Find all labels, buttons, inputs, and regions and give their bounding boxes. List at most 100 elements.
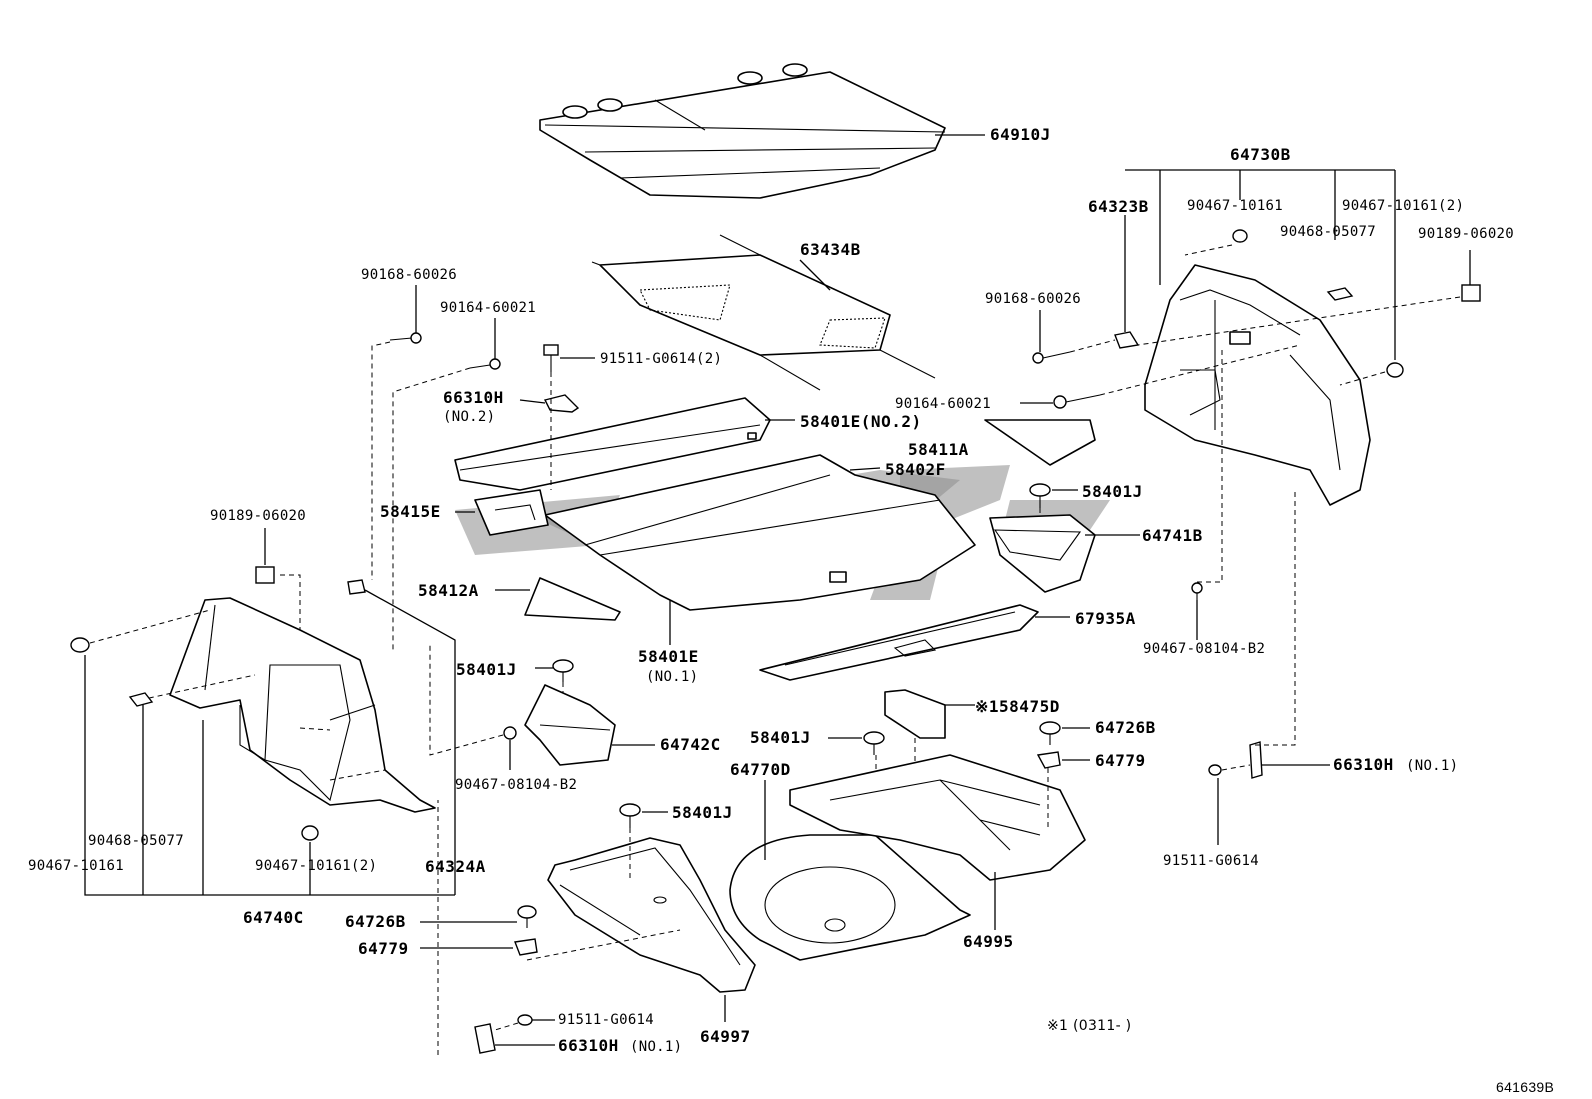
- part-90468-05077-clip-b[interactable]: [128, 692, 154, 707]
- label-64770d[interactable]: 64770D: [730, 760, 791, 779]
- label-90467-10161-a[interactable]: 90467-10161: [1187, 198, 1283, 214]
- label-64997[interactable]: 64997: [700, 1027, 751, 1046]
- part-67935a-sill-plate[interactable]: [759, 604, 1039, 681]
- label-90468-05077-a[interactable]: 90468-05077: [1280, 224, 1376, 240]
- label-90468-05077-b[interactable]: 90468-05077: [88, 833, 184, 849]
- part-58415e-bracket[interactable]: [474, 489, 549, 536]
- label-90189-06020-b[interactable]: 90189-06020: [210, 508, 306, 524]
- part-90168-60026-screw-a[interactable]: [389, 332, 422, 344]
- label-158475d[interactable]: ※158475D: [975, 697, 1060, 716]
- label-66310h-no2[interactable]: 66310H: [443, 388, 504, 407]
- label-64323b[interactable]: 64323B: [1088, 197, 1149, 216]
- leader-58402f: [849, 467, 881, 471]
- part-58401e-no2-board[interactable]: [454, 397, 771, 491]
- label-58401j-b[interactable]: 58401J: [456, 660, 517, 679]
- label-64742c[interactable]: 64742C: [660, 735, 721, 754]
- part-91511-g0614-bolt-a[interactable]: [543, 344, 559, 372]
- label-90467-08104-b2-b[interactable]: 90467-08104-B2: [455, 777, 577, 793]
- part-58401j-clip-d[interactable]: [619, 803, 641, 828]
- part-64742c-box[interactable]: [524, 684, 616, 766]
- leader-63434b: [799, 259, 831, 291]
- leader-64730b: [1125, 169, 1396, 360]
- part-64323b-clip[interactable]: [1114, 331, 1140, 349]
- label-90467-10161-b[interactable]: 90467-10161: [28, 858, 124, 874]
- part-58411a-panel[interactable]: [984, 419, 1096, 466]
- label-64779-b[interactable]: 64779: [358, 939, 409, 958]
- label-90164-60021-b[interactable]: 90164-60021: [895, 396, 991, 412]
- part-58412a-panel[interactable]: [524, 577, 621, 621]
- label-64726b-b[interactable]: 64726B: [345, 912, 406, 931]
- part-64997-left-tray[interactable]: [547, 837, 756, 993]
- part-64741b-box[interactable]: [989, 514, 1096, 593]
- part-90164-60021-screw-b[interactable]: [1053, 394, 1101, 409]
- label-58401j-d[interactable]: 58401J: [672, 803, 733, 822]
- part-90467-10161-clip-d[interactable]: [301, 825, 319, 841]
- part-90189-06020-nut-a[interactable]: [1461, 284, 1481, 302]
- part-63434b-net[interactable]: [591, 234, 936, 391]
- part-64995-foam-tray[interactable]: [789, 754, 1086, 881]
- label-58402f[interactable]: 58402F: [885, 460, 946, 479]
- label-63434b[interactable]: 63434B: [800, 240, 861, 259]
- label-64726b-a[interactable]: 64726B: [1095, 718, 1156, 737]
- label-64910j[interactable]: 64910J: [990, 125, 1051, 144]
- part-58401j-clip-b[interactable]: [552, 659, 574, 682]
- part-64740c-left-trim[interactable]: [169, 597, 436, 813]
- label-90467-10161-2b[interactable]: 90467-10161(2): [255, 858, 377, 874]
- label-58401j-c[interactable]: 58401J: [750, 728, 811, 747]
- label-90164-60021-a[interactable]: 90164-60021: [440, 300, 536, 316]
- part-90168-60026-screw-b[interactable]: [1032, 351, 1071, 364]
- label-66310h-no1-b[interactable]: 66310H: [558, 1036, 619, 1055]
- label-90467-10161-2a[interactable]: 90467-10161(2): [1342, 198, 1464, 214]
- part-64726b-clip-a[interactable]: [1039, 721, 1061, 745]
- label-90168-60026-b[interactable]: 90168-60026: [985, 291, 1081, 307]
- label-58401j-a[interactable]: 58401J: [1082, 482, 1143, 501]
- part-91511-g0614-bolt-b[interactable]: [1208, 764, 1222, 776]
- part-90467-10161-clip-c[interactable]: [70, 637, 90, 653]
- part-58401j-clip-a[interactable]: [1029, 483, 1051, 508]
- part-90467-08104-b2-clip-a[interactable]: [1191, 582, 1203, 600]
- part-64324a-clip[interactable]: [347, 579, 366, 595]
- part-64910j-cover[interactable]: [539, 63, 946, 199]
- label-66310h-no1-b-sub: (NO.1): [630, 1039, 682, 1055]
- label-64324a[interactable]: 64324A: [425, 857, 486, 876]
- label-91511-g0614-2[interactable]: 91511-G0614(2): [600, 351, 722, 367]
- label-58415e[interactable]: 58415E: [380, 502, 441, 521]
- label-64741b[interactable]: 64741B: [1142, 526, 1203, 545]
- part-91511-g0614-bolt-c[interactable]: [517, 1014, 533, 1026]
- part-158475d-block[interactable]: [884, 689, 946, 739]
- part-90164-60021-screw-a[interactable]: [469, 358, 501, 370]
- part-64770d-spare-tub[interactable]: [729, 834, 971, 961]
- leader-64740c: [84, 589, 456, 896]
- part-90189-06020-nut-b[interactable]: [255, 566, 275, 584]
- label-90189-06020-a[interactable]: 90189-06020: [1418, 226, 1514, 242]
- label-66310h-no1-a[interactable]: 66310H: [1333, 755, 1394, 774]
- part-58401j-clip-c[interactable]: [863, 731, 885, 755]
- label-64995[interactable]: 64995: [963, 932, 1014, 951]
- label-67935a[interactable]: 67935A: [1075, 609, 1136, 628]
- part-66310h-no1-hook-b[interactable]: [474, 1023, 496, 1054]
- part-64779-nut-a[interactable]: [1036, 751, 1061, 769]
- label-64779-a[interactable]: 64779: [1095, 751, 1146, 770]
- part-90468-05077-clip-a[interactable]: [1326, 287, 1354, 301]
- label-58401e-no1-sub: (NO.1): [646, 669, 698, 685]
- part-64779-nut-b[interactable]: [514, 938, 538, 956]
- label-90168-60026-a[interactable]: 90168-60026: [361, 267, 457, 283]
- part-58402f-deck-board[interactable]: [544, 454, 976, 611]
- label-58411a[interactable]: 58411A: [908, 440, 969, 459]
- part-90467-08104-b2-clip-b[interactable]: [503, 726, 517, 740]
- part-90467-10161-clip-b[interactable]: [1386, 362, 1404, 378]
- part-90467-10161-clip-a[interactable]: [1232, 229, 1248, 243]
- label-64730b[interactable]: 64730B: [1230, 145, 1291, 164]
- label-58412a[interactable]: 58412A: [418, 581, 479, 600]
- label-90467-08104-b2-a[interactable]: 90467-08104-B2: [1143, 641, 1265, 657]
- part-66310h-no2-hook[interactable]: [543, 394, 580, 413]
- label-91511-g0614-a[interactable]: 91511-G0614: [1163, 853, 1259, 869]
- label-58401e-no2[interactable]: 58401E(NO.2): [800, 412, 922, 431]
- label-58401e-no1[interactable]: 58401E: [638, 647, 699, 666]
- part-64726b-clip-b[interactable]: [517, 905, 537, 928]
- label-91511-g0614-b[interactable]: 91511-G0614: [558, 1012, 654, 1028]
- part-64730b-right-trim[interactable]: [1144, 264, 1371, 506]
- label-64740c[interactable]: 64740C: [243, 908, 304, 927]
- part-66310h-no1-hook-a[interactable]: [1249, 741, 1263, 779]
